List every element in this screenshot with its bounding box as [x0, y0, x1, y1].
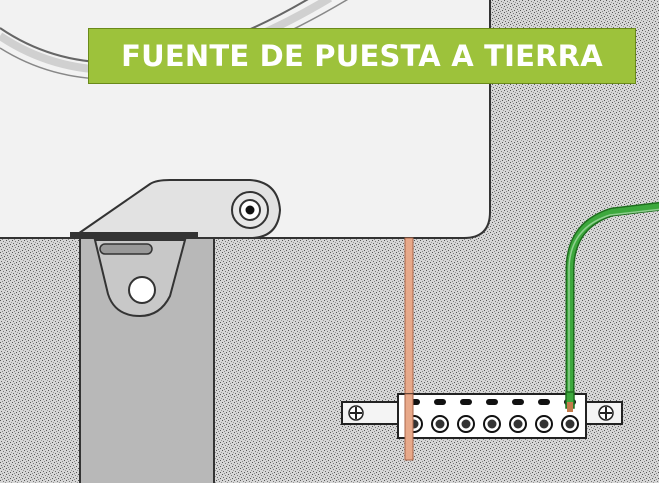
copper-rod-front: [404, 393, 414, 461]
terminal-screw-icon: [509, 415, 527, 433]
hinge-bolt-center: [245, 205, 255, 215]
terminal-slot: [486, 399, 498, 405]
terminal-screw-icon: [457, 415, 475, 433]
lug-hole: [128, 276, 156, 304]
terminal-screws: [405, 415, 579, 433]
terminal-slot: [538, 399, 550, 405]
title-banner: FUENTE DE PUESTA A TIERRA: [88, 28, 636, 84]
terminal-screw-icon: [535, 415, 553, 433]
hinge-bracket: [68, 179, 282, 239]
hinge-base-line: [70, 232, 198, 238]
mounting-screw-left: [348, 405, 364, 421]
terminal-slot: [434, 399, 446, 405]
terminal-screw-icon: [431, 415, 449, 433]
grounding-wire-highlight: [568, 208, 659, 398]
wire-copper-tip: [567, 402, 573, 412]
terminal-screw-icon: [483, 415, 501, 433]
lug-slot: [99, 243, 153, 255]
terminal-slot: [460, 399, 472, 405]
terminal-slot: [512, 399, 524, 405]
title-text: FUENTE DE PUESTA A TIERRA: [121, 39, 603, 73]
mounting-screw-right: [598, 405, 614, 421]
terminal-screw-icon: [561, 415, 579, 433]
